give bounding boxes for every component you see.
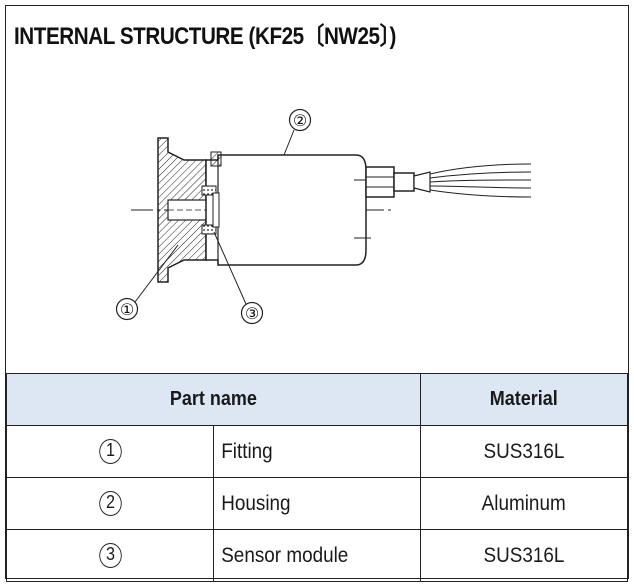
row-number-cell: 2 xyxy=(6,477,214,530)
row-number: 3 xyxy=(98,543,122,568)
figure-title: INTERNAL STRUCTURE (KF25〔NW25〕) xyxy=(14,23,396,50)
callout-leader-1 xyxy=(134,244,179,303)
part-name-cell: Sensor module xyxy=(213,529,421,582)
table-row: 2 Housing Aluminum xyxy=(6,477,628,530)
material-cell: SUS316L xyxy=(420,529,628,582)
cable-connector xyxy=(365,166,431,198)
row-number-cell: 3 xyxy=(6,529,214,582)
header-material: Material xyxy=(420,373,628,426)
callout-leader-3 xyxy=(213,231,247,305)
table-row: 1 Fitting SUS316L xyxy=(6,425,628,478)
housing-body xyxy=(205,151,371,266)
callout-leader-2 xyxy=(283,129,295,156)
material-cell: SUS316L xyxy=(420,425,628,478)
header-part-name: Part name xyxy=(6,373,421,426)
callout-label-2: ② xyxy=(293,111,307,130)
callout-circle-3 xyxy=(240,301,264,325)
table-header-row: Part name Material xyxy=(6,373,628,426)
callout-circle-1 xyxy=(115,297,139,321)
material-cell: Aluminum xyxy=(420,477,628,530)
callout-circle-2 xyxy=(288,108,312,132)
fitting-flange xyxy=(157,137,214,283)
internal-structure-drawing: ② ① ③ xyxy=(115,108,532,325)
table-row: 3 Sensor module SUS316L xyxy=(6,529,628,582)
parts-table: Part name Material 1 Fitting SUS316L 2 H… xyxy=(6,373,628,582)
callout-label-1: ① xyxy=(120,300,134,319)
row-number: 2 xyxy=(98,491,122,516)
row-number-cell: 1 xyxy=(6,425,214,478)
row-number: 1 xyxy=(98,439,122,464)
sensor-module xyxy=(201,185,220,235)
part-name-cell: Housing xyxy=(213,477,421,530)
cable-wires xyxy=(429,163,532,198)
callout-label-3: ③ xyxy=(245,304,259,323)
part-name-cell: Fitting xyxy=(213,425,421,478)
